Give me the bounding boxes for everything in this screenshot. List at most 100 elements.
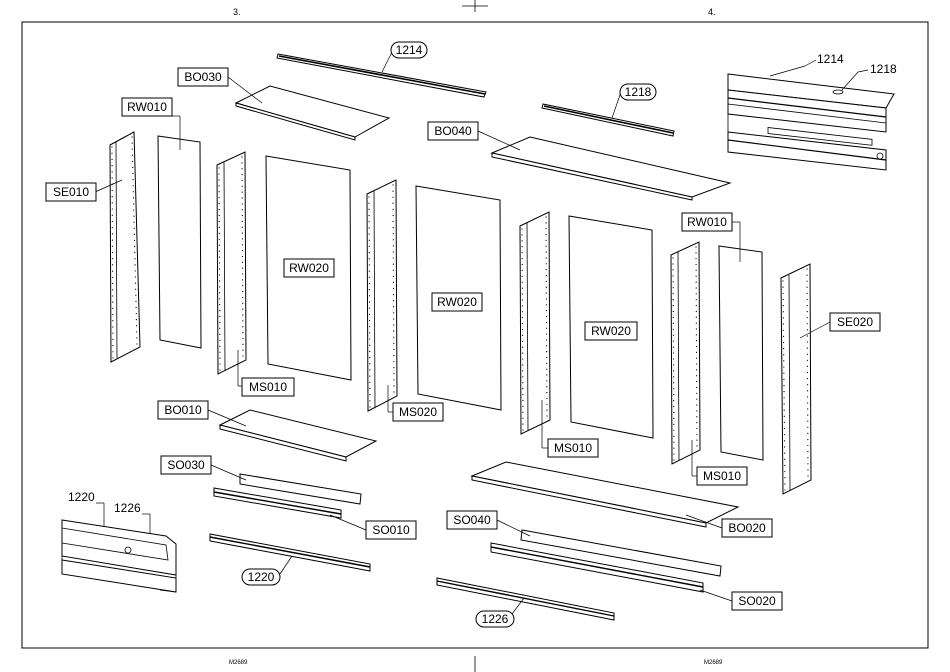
- middle-panel-ms020: [367, 180, 397, 411]
- perforation-hole: [522, 412, 523, 413]
- perforation-hole: [696, 445, 697, 446]
- perforation-hole: [112, 190, 113, 191]
- label-so020: SO020: [738, 594, 776, 608]
- perforation-hole: [134, 258, 135, 259]
- perforation-hole: [135, 289, 136, 290]
- perforation-hole: [369, 320, 370, 321]
- perforation-hole: [672, 263, 673, 264]
- perforation-hole: [369, 240, 370, 241]
- rail-1220: [210, 534, 370, 571]
- perforation-hole: [369, 277, 370, 278]
- perforation-hole: [806, 281, 807, 282]
- perforation-hole: [696, 422, 697, 423]
- middle-panel-ms010-b: [520, 212, 550, 434]
- perforation-hole: [672, 269, 673, 270]
- perforation-hole: [696, 363, 697, 364]
- perforation-hole: [135, 283, 136, 284]
- perforation-hole: [783, 305, 784, 306]
- callout-so030: SO030: [161, 456, 246, 480]
- shelf-bo030: [236, 86, 389, 140]
- perforation-hole: [784, 483, 785, 484]
- perforation-hole: [135, 301, 136, 302]
- perforation-hole: [672, 257, 673, 258]
- perforation-hole: [696, 317, 697, 318]
- perforation-hole: [806, 268, 807, 269]
- perforation-hole: [546, 310, 547, 311]
- perforation-hole: [132, 142, 133, 143]
- perforation-hole: [219, 221, 220, 222]
- perforation-hole: [241, 168, 242, 169]
- perforation-hole: [673, 376, 674, 377]
- perforation-hole: [546, 345, 547, 346]
- perforation-hole: [112, 333, 113, 334]
- perforation-hole: [393, 355, 394, 356]
- perforation-hole: [522, 299, 523, 300]
- perforation-hole: [111, 159, 112, 160]
- perforation-hole: [807, 439, 808, 440]
- perforation-hole: [393, 233, 394, 234]
- perforation-hole: [241, 174, 242, 175]
- perforation-hole: [242, 232, 243, 233]
- perforation-hole: [136, 337, 137, 338]
- perforation-hole: [242, 285, 243, 286]
- perforation-hole: [546, 287, 547, 288]
- perforation-hole: [783, 311, 784, 312]
- perforation-hole: [522, 317, 523, 318]
- label-detail-1220: 1220: [68, 490, 95, 504]
- perforation-hole: [546, 392, 547, 393]
- perforation-hole: [696, 334, 697, 335]
- perforation-hole: [522, 400, 523, 401]
- perforation-hole: [522, 270, 523, 271]
- label-se020: SE020: [837, 315, 873, 329]
- perforation-hole: [807, 384, 808, 385]
- perforation-hole: [134, 234, 135, 235]
- perforation-hole: [393, 318, 394, 319]
- perforation-hole: [522, 370, 523, 371]
- perforation-hole: [135, 270, 136, 271]
- perforation-hole: [807, 396, 808, 397]
- perforation-hole: [696, 352, 697, 353]
- perforation-hole: [546, 292, 547, 293]
- perforation-hole: [368, 209, 369, 210]
- perforation-hole: [368, 203, 369, 204]
- back-panel-rw010-left: [158, 136, 201, 348]
- perforation-hole: [696, 328, 697, 329]
- perforation-hole: [132, 179, 133, 180]
- perforation-hole: [673, 418, 674, 419]
- callout-so040: SO040: [447, 511, 530, 536]
- perforation-hole: [112, 339, 113, 340]
- perforation-hole: [673, 406, 674, 407]
- perforation-hole: [219, 262, 220, 263]
- left-footer-code: M2689: [229, 660, 248, 666]
- perforation-hole: [784, 446, 785, 447]
- perforation-hole: [522, 335, 523, 336]
- perforation-hole: [112, 239, 113, 240]
- perforation-hole: [673, 299, 674, 300]
- perforation-hole: [807, 293, 808, 294]
- perforation-hole: [696, 440, 697, 441]
- perforation-hole: [673, 347, 674, 348]
- perforation-hole: [242, 350, 243, 351]
- perforation-hole: [369, 357, 370, 358]
- perforation-hole: [112, 283, 113, 284]
- perforation-hole: [393, 221, 394, 222]
- perforation-hole: [219, 358, 220, 359]
- perforation-hole: [219, 227, 220, 228]
- perforation-hole: [369, 227, 370, 228]
- perforation-hole: [369, 264, 370, 265]
- perforation-hole: [783, 299, 784, 300]
- label-so010: SO010: [372, 523, 410, 537]
- perforation-hole: [546, 263, 547, 264]
- perforation-hole: [546, 322, 547, 323]
- perforation-hole: [112, 208, 113, 209]
- perforation-hole: [673, 311, 674, 312]
- perforation-hole: [219, 215, 220, 216]
- perforation-hole: [784, 471, 785, 472]
- label-rw020-b: RW020: [437, 295, 477, 309]
- callout-bo040: BO040: [428, 122, 520, 150]
- perforation-hole: [242, 303, 243, 304]
- perforation-hole: [522, 423, 523, 424]
- perforation-hole: [369, 258, 370, 259]
- perforation-hole: [545, 222, 546, 223]
- perforation-hole: [132, 167, 133, 168]
